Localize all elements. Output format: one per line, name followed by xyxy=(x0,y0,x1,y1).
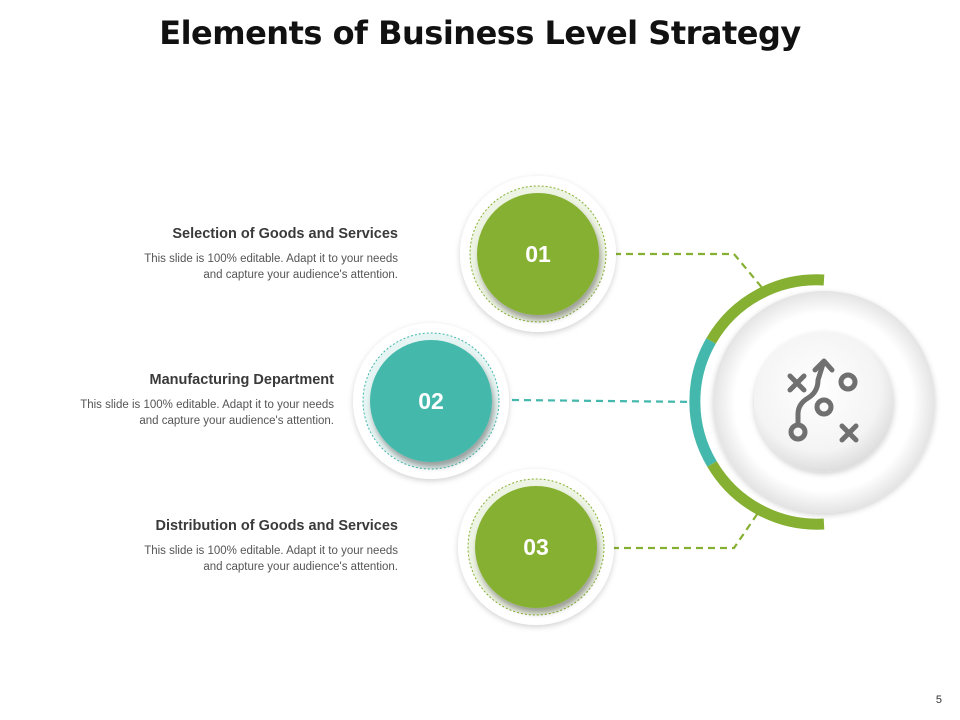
step-number-03: 03 xyxy=(523,534,549,560)
step-circle-02: 02 xyxy=(353,323,509,479)
item-body-line: This slide is 100% editable. Adapt it to… xyxy=(144,253,398,265)
item-heading: Selection of Goods and Services xyxy=(172,226,398,242)
page-title: Elements of Business Level Strategy xyxy=(159,14,801,52)
item-text-02: Manufacturing Department This slide is 1… xyxy=(0,372,334,429)
item-body-line: and capture your audience's attention. xyxy=(203,269,398,281)
item-body: This slide is 100% editable. Adapt it to… xyxy=(38,251,398,283)
connector-01 xyxy=(614,252,765,291)
connector-03 xyxy=(612,509,761,550)
page-number: 5 xyxy=(935,694,942,706)
step-circle-01: 01 xyxy=(460,176,616,332)
item-text-03: Distribution of Goods and Services This … xyxy=(38,518,398,575)
step-number-01: 01 xyxy=(525,241,551,267)
item-body: This slide is 100% editable. Adapt it to… xyxy=(0,397,334,429)
step-number-02: 02 xyxy=(418,388,444,414)
hub-arc-segments xyxy=(689,274,825,530)
step-circle-03: 03 xyxy=(458,469,614,625)
item-heading: Manufacturing Department xyxy=(149,372,335,388)
item-body-line: This slide is 100% editable. Adapt it to… xyxy=(80,399,334,411)
item-text-01: Selection of Goods and Services This sli… xyxy=(38,226,398,283)
strategy-play-icon xyxy=(787,358,859,443)
item-body-line: This slide is 100% editable. Adapt it to… xyxy=(144,545,398,557)
item-body-line: and capture your audience's attention. xyxy=(203,561,398,573)
item-body: This slide is 100% editable. Adapt it to… xyxy=(38,543,398,575)
item-heading: Distribution of Goods and Services xyxy=(155,518,398,534)
connector-02 xyxy=(511,398,701,404)
item-body-line: and capture your audience's attention. xyxy=(139,415,334,427)
